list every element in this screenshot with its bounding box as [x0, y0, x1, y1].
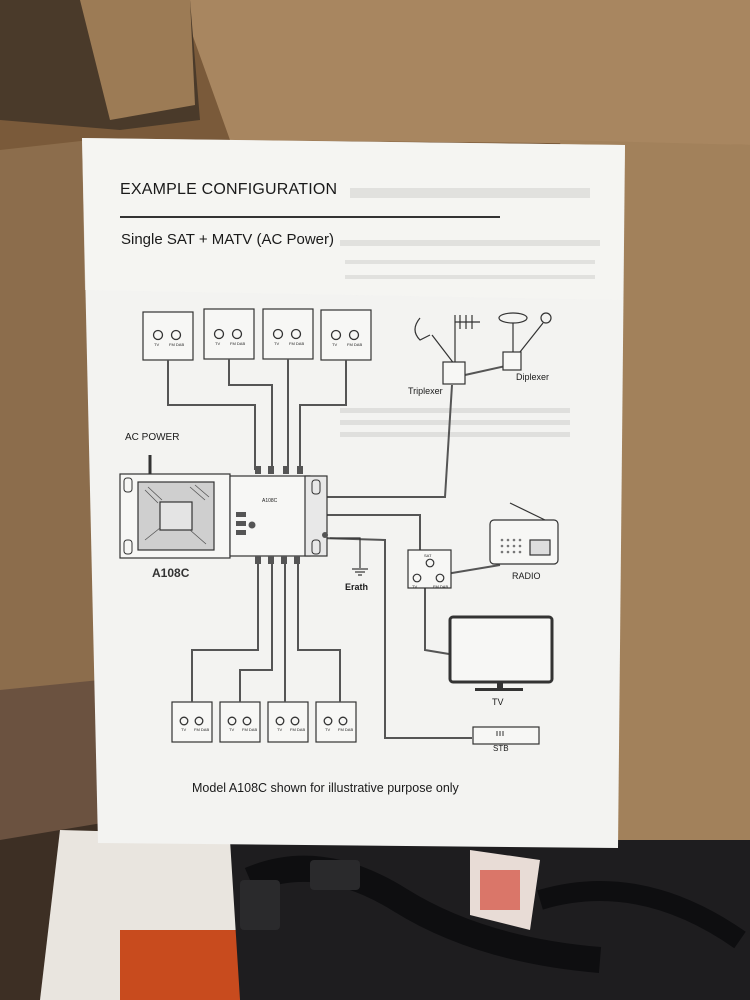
triplexer-label: Triplexer	[408, 386, 443, 396]
outlet-tv-label: TV	[332, 342, 338, 347]
outlet-fm-label: FM DAB	[338, 727, 354, 732]
outlet-fm-label: FM DAB	[347, 342, 363, 347]
outlet-tv-label: TV	[229, 727, 235, 732]
outlet-fm-label: FM DAB	[289, 341, 305, 346]
outlet-fm-label: FM DAB	[290, 727, 306, 732]
outlet-fm-label: FM DAB	[230, 341, 246, 346]
outlet-tv-label: TV	[181, 727, 187, 732]
outlet-sat-label: SAT	[424, 553, 432, 558]
tv-label: TV	[492, 697, 504, 707]
amplifier-badge: A108C	[262, 498, 278, 504]
radio-label: RADIO	[512, 571, 541, 581]
outlet-fm-label: FM DAB	[433, 584, 449, 589]
outlet-fm-label: FM DAB	[194, 727, 210, 732]
stb-label: STB	[493, 744, 509, 753]
outlet-tv-label: TV	[274, 341, 280, 346]
outlet-tv-label: TV	[412, 584, 418, 589]
earth-label: Erath	[345, 582, 369, 592]
diplexer-label: Diplexer	[516, 372, 550, 382]
ac-power-label: AC POWER	[125, 432, 180, 443]
outlet-tv-label: TV	[215, 341, 221, 346]
outlet-fm-label: FM DAB	[169, 342, 185, 347]
outlet-tv-label: TV	[277, 727, 283, 732]
amplifier-model-label: A108C	[152, 566, 190, 580]
outlet-tv-label: TV	[325, 727, 331, 732]
document-title: EXAMPLE CONFIGURATION	[120, 181, 338, 198]
document-subtitle: Single SAT + MATV (AC Power)	[121, 231, 334, 248]
document-footer: Model A108C shown for illustrative purpo…	[192, 781, 459, 795]
outlet-fm-label: FM DAB	[242, 727, 258, 732]
outlet-tv-label: TV	[154, 342, 160, 347]
